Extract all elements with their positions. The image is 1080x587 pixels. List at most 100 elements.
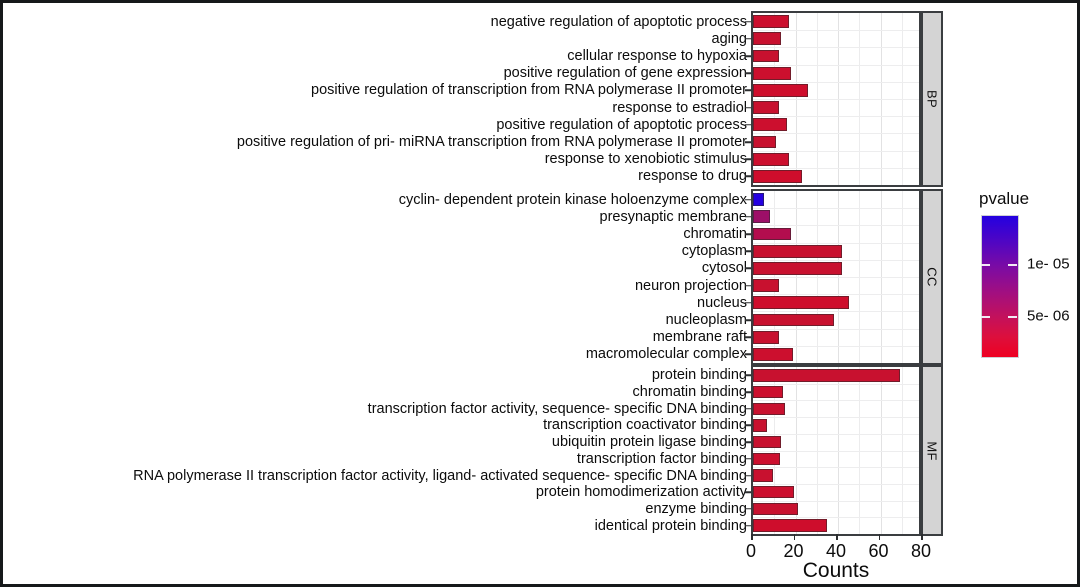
y-axis-tick (745, 267, 751, 270)
y-axis-tick (745, 302, 751, 304)
bar (753, 227, 792, 241)
bar (753, 419, 767, 432)
gridline-horizontal (753, 500, 919, 502)
y-axis-tick (745, 158, 751, 160)
facet-strip-cc: CC (921, 189, 943, 365)
gridline-horizontal (753, 64, 919, 66)
facet-panel-cc: CC (751, 189, 943, 365)
bar (753, 469, 774, 482)
bar (753, 369, 900, 382)
y-axis-tick (745, 491, 751, 493)
category-label: chromatin (683, 225, 747, 242)
category-label: RNA polymerase II transcription factor a… (133, 467, 747, 484)
legend-gradient-bar (981, 215, 1019, 358)
gridline-horizontal (753, 30, 919, 32)
category-label: negative regulation of apoptotic process (490, 13, 747, 30)
category-label: positive regulation of transcription fro… (311, 82, 747, 99)
category-label: response to drug (638, 168, 747, 185)
y-axis-tick (745, 524, 751, 527)
legend-tick-mark (981, 263, 990, 266)
y-axis-tick (745, 233, 751, 235)
y-axis-tick (745, 175, 751, 178)
y-axis-tick (745, 198, 751, 201)
y-axis-tick (745, 284, 751, 287)
category-label: cytoplasm (681, 242, 747, 259)
gridline-horizontal (753, 328, 919, 330)
bar (753, 66, 792, 80)
category-label: protein homodimerization activity (535, 484, 747, 500)
category-label: enzyme binding (645, 500, 747, 517)
y-axis-tick (745, 106, 751, 109)
category-label: response to estradiol (612, 99, 747, 116)
gridline-horizontal (753, 417, 919, 419)
legend-tick-label: 1e- 05 (1027, 255, 1070, 273)
category-label: response to xenobiotic stimulus (544, 150, 747, 167)
y-axis-tick (745, 441, 751, 443)
x-axis-tick (878, 534, 880, 540)
category-label: presynaptic membrane (599, 208, 748, 225)
gridline-horizontal (753, 345, 919, 347)
y-axis-tick (745, 408, 751, 410)
y-axis-tick (745, 319, 751, 321)
category-label: positive regulation of pri- miRNA transc… (236, 133, 747, 150)
y-axis-tick (745, 20, 751, 23)
bar (753, 279, 779, 292)
bar (753, 152, 790, 166)
category-label: aging (711, 30, 747, 47)
bar (753, 519, 828, 532)
bar (753, 313, 834, 327)
y-axis-tick (745, 250, 751, 252)
bar (753, 32, 781, 46)
x-axis-tick-label: 40 (825, 541, 847, 561)
category-label: chromatin binding (632, 383, 747, 400)
x-axis-tick-label: 20 (783, 541, 804, 561)
gridline-horizontal (753, 400, 919, 402)
category-label: neuron projection (634, 277, 747, 294)
x-axis-tick (751, 534, 753, 540)
bar (753, 49, 779, 63)
bar (753, 84, 809, 97)
plot-area-bp (751, 11, 921, 187)
y-axis-tick (745, 458, 751, 460)
legend-title: pvalue (979, 189, 1030, 208)
category-label: transcription factor binding (576, 450, 747, 467)
y-axis-tick (745, 374, 751, 377)
gridline-horizontal (753, 133, 919, 135)
y-axis-tick (745, 72, 751, 74)
facet-panel-mf: MF (751, 365, 943, 536)
bar (753, 15, 790, 28)
plot-area-cc (751, 189, 921, 365)
gridline-horizontal (753, 242, 919, 244)
plot-area-mf (751, 365, 921, 536)
legend-tick-mark (1008, 263, 1017, 266)
gridline-horizontal (753, 450, 919, 452)
gridline-horizontal (753, 467, 919, 469)
x-axis-tick (793, 534, 795, 540)
bar (753, 385, 783, 399)
category-label: positive regulation of apoptotic process (496, 116, 747, 133)
bar (753, 101, 779, 114)
bar (753, 210, 770, 224)
x-axis-tick (836, 534, 838, 540)
facet-strip-mf: MF (921, 365, 943, 536)
bar (753, 262, 843, 275)
y-axis-tick (745, 336, 751, 338)
x-axis-title: Counts (802, 559, 870, 582)
gridline-horizontal (753, 277, 919, 278)
gridline-horizontal (753, 116, 919, 118)
legend-tick-label: 5e- 06 (1027, 307, 1070, 325)
y-axis-tick (745, 55, 751, 57)
category-label: cyclin- dependent protein kinase holoenz… (398, 191, 747, 208)
gridline-horizontal (753, 81, 919, 83)
gridline-horizontal (753, 208, 919, 210)
gridline-horizontal (753, 433, 919, 435)
bar (753, 135, 777, 149)
y-axis-tick (745, 474, 751, 477)
bar (753, 244, 843, 258)
bar (753, 170, 802, 183)
y-axis-tick (745, 38, 751, 40)
category-label: cellular response to hypoxia (567, 47, 747, 64)
facet-panel-bp: BP (751, 11, 943, 187)
